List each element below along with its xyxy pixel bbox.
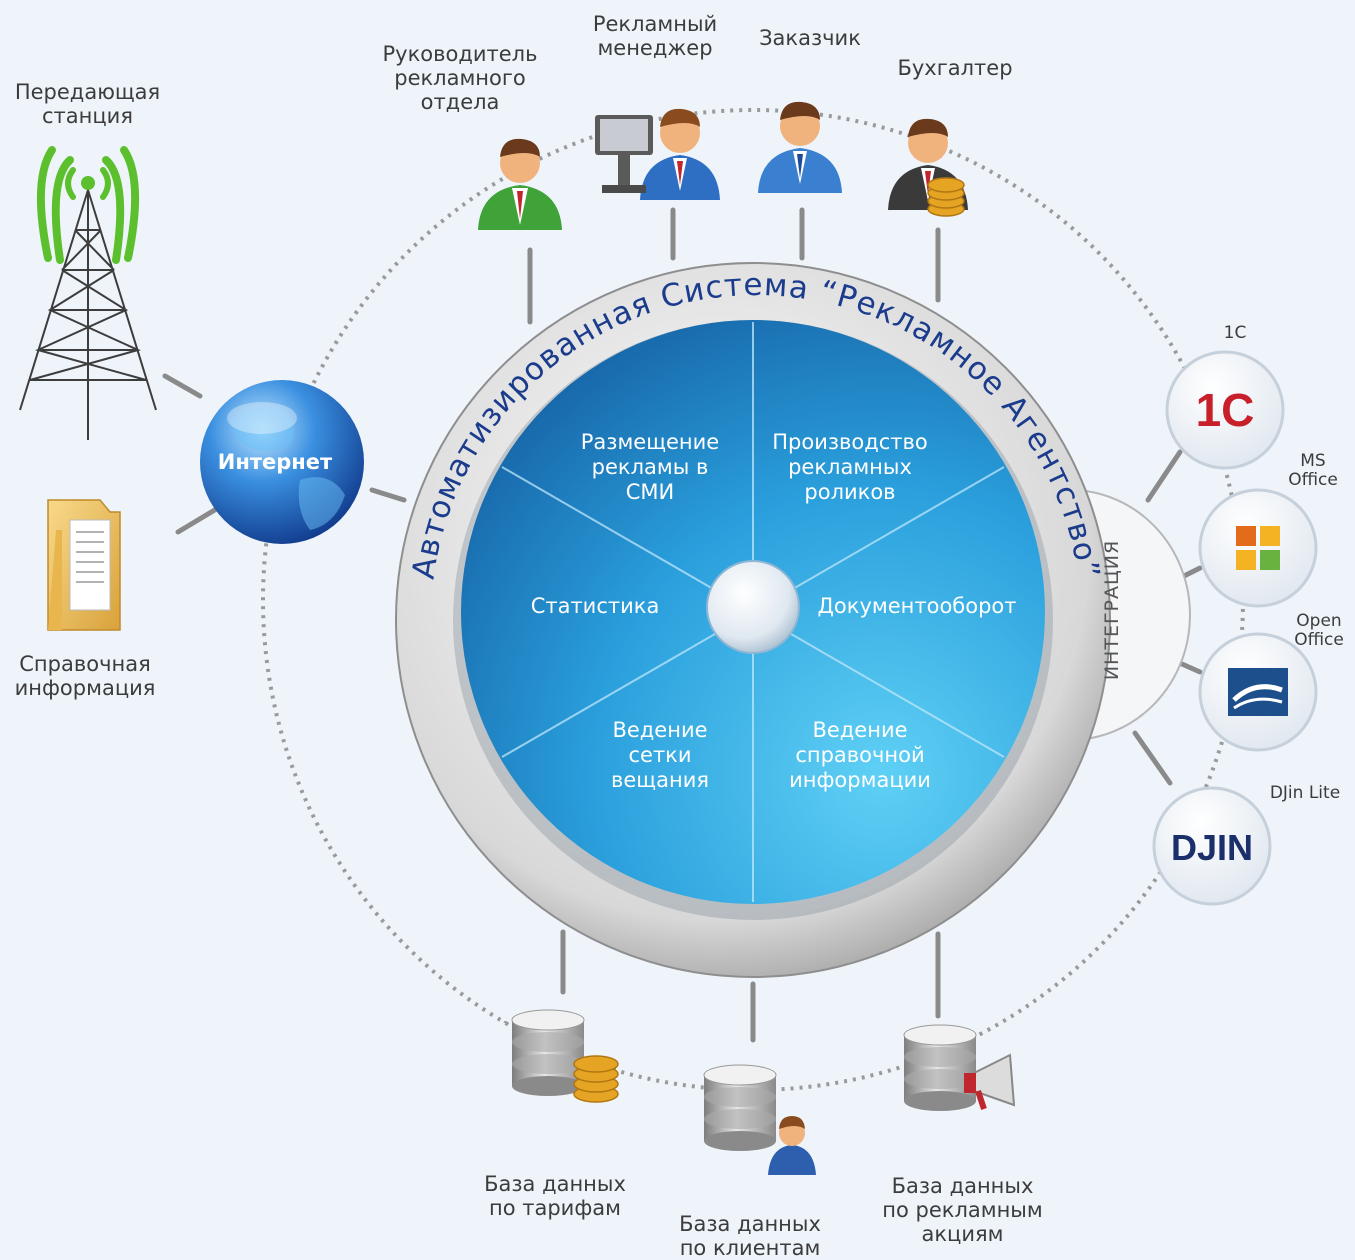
- ms-office-icon: [1198, 488, 1318, 608]
- person-label-line: менеджер: [597, 36, 713, 60]
- app-djin-label: DJin Lite: [1255, 784, 1355, 803]
- app-label-line: 1С: [1223, 323, 1247, 343]
- segment-line: Ведение: [812, 718, 908, 742]
- segment-line: справочной: [795, 743, 925, 767]
- globe-icon: [200, 380, 364, 544]
- station-label: Передающая станция: [0, 80, 175, 128]
- segment-line: сетки: [628, 743, 692, 767]
- db-promotions-label: База данных по рекламным акциям: [855, 1174, 1070, 1246]
- person-label-line: Заказчик: [759, 26, 861, 50]
- ad-manager-avatar: [595, 108, 720, 200]
- reference-label-line: информация: [14, 676, 156, 700]
- db-label-line: База данных: [891, 1174, 1034, 1198]
- person-label-line: Руководитель: [382, 42, 538, 66]
- segment-statistics: Статистика: [510, 594, 680, 619]
- app-openoffice-label: Open Office: [1284, 612, 1354, 650]
- svg-text:DJIN: DJIN: [1171, 827, 1253, 868]
- segment-grid: Ведение сетки вещания: [585, 718, 735, 793]
- person-label-line: Рекламный: [592, 12, 718, 36]
- segment-line: СМИ: [625, 480, 675, 504]
- folder-icon: [47, 499, 121, 631]
- internet-label: Интернет: [217, 450, 333, 474]
- db-tariffs-label: База данных по тарифам: [455, 1172, 655, 1220]
- database-clients-icon: [703, 1064, 816, 1175]
- reference-label: Справочная информация: [0, 652, 170, 700]
- station-label-line: станция: [42, 104, 133, 128]
- segment-line: Ведение: [612, 718, 708, 742]
- db-clients-label: База данных по клиентам: [650, 1212, 850, 1260]
- db-label-line: по тарифам: [489, 1196, 621, 1220]
- app-label-line: DJin Lite: [1269, 783, 1341, 803]
- db-label-line: База данных: [484, 1172, 626, 1196]
- transmission-tower-icon: [19, 146, 157, 440]
- segment-line: Размещение: [580, 430, 720, 454]
- app-msoffice-label: MS Office: [1278, 452, 1348, 490]
- db-label-line: База данных: [679, 1212, 821, 1236]
- hub-center-ball: [706, 560, 800, 654]
- connectors: [162, 207, 1203, 1043]
- person-head-label: Руководитель рекламного отдела: [370, 42, 550, 114]
- app-label-line: Office: [1294, 630, 1344, 650]
- segment-reference: Ведение справочной информации: [770, 718, 950, 793]
- segment-line: рекламных: [788, 455, 912, 479]
- svg-text:1С: 1С: [1196, 384, 1255, 436]
- person-label-line: отдела: [420, 90, 500, 114]
- segment-line: информации: [789, 768, 931, 792]
- db-label-line: акциям: [921, 1222, 1004, 1246]
- person-accountant-label: Бухгалтер: [890, 56, 1020, 80]
- db-label-line: по клиентам: [679, 1236, 821, 1260]
- djin-icon: DJIN: [1152, 786, 1272, 906]
- open-office-icon: [1198, 632, 1318, 752]
- segment-production: Производство рекламных роликов: [755, 430, 945, 505]
- segment-line: рекламы в: [591, 455, 709, 479]
- integration-label-text: ИНТЕГРАЦИЯ: [1101, 539, 1123, 681]
- station-label-line: Передающая: [14, 80, 161, 104]
- app-1c-label: 1С: [1205, 324, 1265, 343]
- segment-line: вещания: [611, 768, 709, 792]
- segment-documents: Документооборот: [812, 594, 1022, 619]
- person-customer-label: Заказчик: [745, 26, 875, 50]
- segment-line: Статистика: [530, 594, 660, 618]
- accountant-avatar: [888, 118, 968, 217]
- reference-label-line: Справочная: [19, 652, 151, 676]
- segment-line: Документооборот: [817, 594, 1017, 618]
- database-promotions-icon: [903, 1024, 1016, 1111]
- customer-avatar: [758, 101, 842, 193]
- app-label-line: Office: [1288, 470, 1338, 490]
- manager-head-avatar: [478, 138, 562, 230]
- db-label-line: по рекламным: [882, 1198, 1043, 1222]
- segment-placement: Размещение рекламы в СМИ: [560, 430, 740, 505]
- segment-line: Производство: [772, 430, 928, 454]
- person-admanager-label: Рекламный менеджер: [580, 12, 730, 60]
- database-tariffs-icon: [511, 1009, 619, 1103]
- app-label-line: Open: [1296, 611, 1342, 631]
- app-label-line: MS: [1300, 451, 1326, 471]
- app-1c-icon: 1С: [1165, 350, 1285, 470]
- person-label-line: Бухгалтер: [897, 56, 1013, 80]
- person-label-line: рекламного: [394, 66, 526, 90]
- segment-line: роликов: [804, 480, 896, 504]
